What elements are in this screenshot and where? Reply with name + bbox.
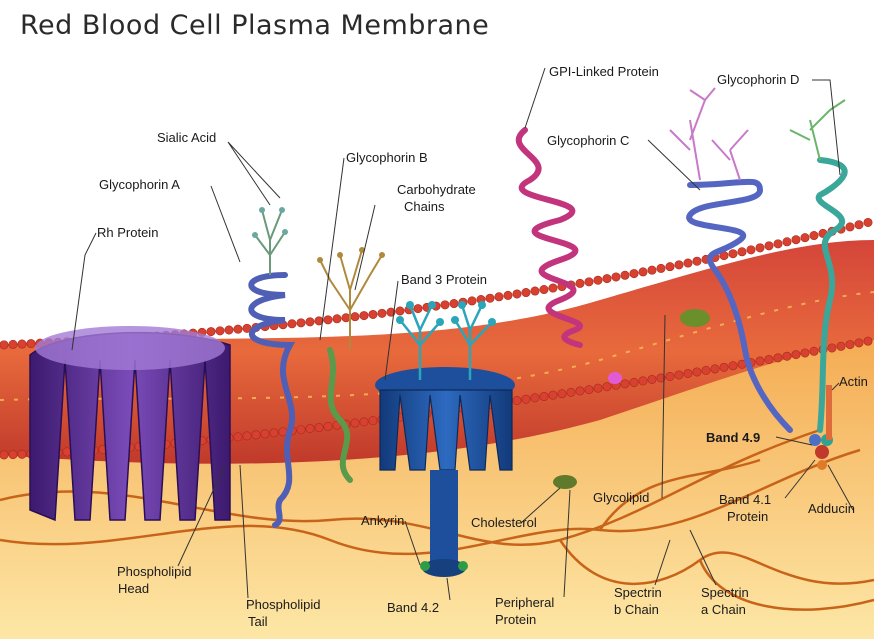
label-band-4-9: Band 4.9: [706, 430, 760, 446]
label-phospholipid-head-line2: Head: [118, 581, 149, 597]
label-spectrin-a-line1: Spectrin: [701, 585, 749, 601]
glycophorin-d-carbohydrates: [790, 100, 845, 160]
label-carbohydrate-chains-line2: Chains: [404, 199, 444, 215]
label-glycophorin-b: Glycophorin B: [346, 150, 428, 166]
label-band3-protein: Band 3 Protein: [401, 272, 487, 288]
label-ankyrin: Ankyrin: [361, 513, 404, 529]
label-spectrin-b-line1: Spectrin: [614, 585, 662, 601]
label-spectrin-a-line2: a Chain: [701, 602, 746, 618]
label-glycophorin-d: Glycophorin D: [717, 72, 799, 88]
page-title: Red Blood Cell Plasma Membrane: [20, 10, 489, 41]
cholesterol-blob: [680, 309, 710, 327]
label-rh-protein: Rh Protein: [97, 225, 158, 241]
label-glycolipid: Glycolipid: [593, 490, 649, 506]
label-gpi-linked-protein: GPI-Linked Protein: [549, 64, 659, 80]
label-band-4-1-line1: Band 4.1: [719, 492, 771, 508]
label-carbohydrate-chains-line1: Carbohydrate: [397, 182, 476, 198]
label-adducin: Adducin: [808, 501, 855, 517]
label-spectrin-b-line2: b Chain: [614, 602, 659, 618]
label-phospholipid-head-line1: Phospholipid: [117, 564, 191, 580]
peripheral-protein-blob: [553, 475, 577, 489]
label-glycophorin-c: Glycophorin C: [547, 133, 629, 149]
label-sialic-acid: Sialic Acid: [157, 130, 216, 146]
label-phospholipid-tail-line1: Phospholipid: [246, 597, 320, 613]
label-peripheral-protein-line2: Protein: [495, 612, 536, 628]
label-band-4-2: Band 4.2: [387, 600, 439, 616]
label-band-4-1-line2: Protein: [727, 509, 768, 525]
label-actin: Actin: [839, 374, 868, 390]
label-peripheral-protein-line1: Peripheral: [495, 595, 554, 611]
label-phospholipid-tail-line2: Tail: [248, 614, 268, 630]
label-cholesterol: Cholesterol: [471, 515, 537, 531]
label-glycophorin-a: Glycophorin A: [99, 177, 180, 193]
glycophorin-c-carbohydrates: [670, 88, 748, 180]
